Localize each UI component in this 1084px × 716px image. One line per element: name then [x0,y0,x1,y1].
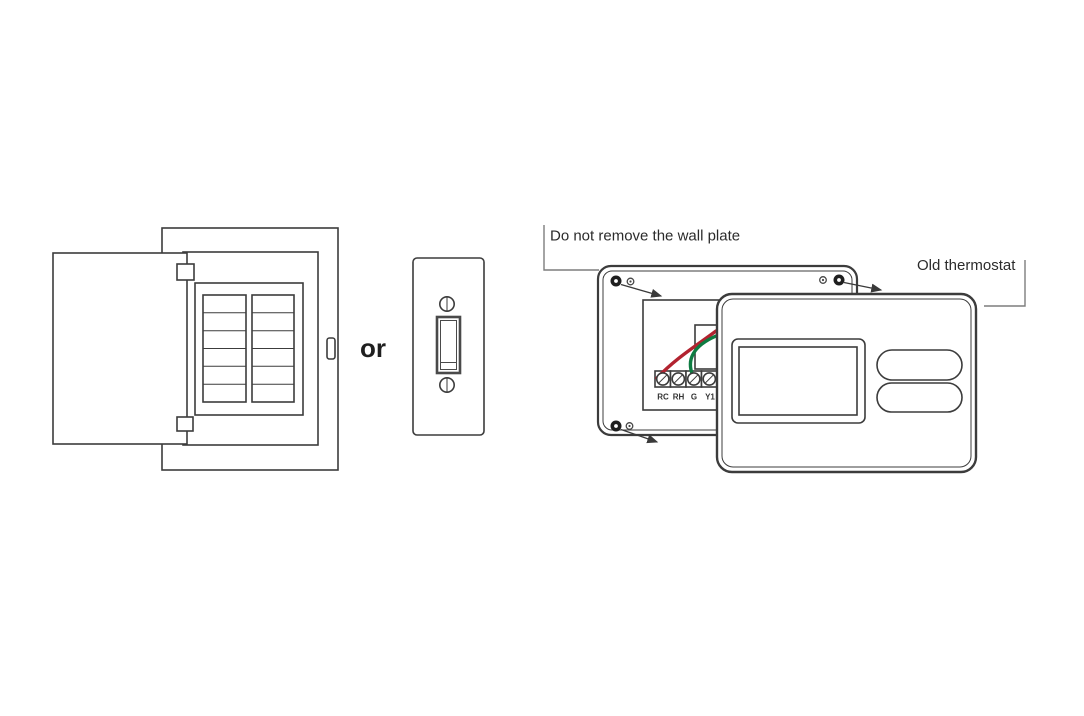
switch-plate [412,257,485,436]
mounting-screws [610,274,845,432]
terminal-label-rh: RH [673,393,685,402]
switch-toggle [435,315,462,375]
light-switch [412,257,485,436]
thermostat-inner-line [721,298,972,468]
terminal-screw-rc-slot [658,374,668,384]
terminal-label-g: G [691,393,697,402]
mount-screw-top-left-hole [614,279,618,283]
old-thermostat-note: Old thermostat [917,257,1016,274]
anchor-bottom-left-dot [628,424,631,428]
terminal-screw-g-slot [689,374,699,384]
breaker-row-lines [203,312,294,385]
thermostat-button-top [876,349,963,381]
breaker-panel-door [52,252,188,445]
thermostat-button-bottom [876,382,963,413]
pointer-arrow-top-right [843,281,883,293]
terminal-screw-y1-slot [704,374,714,384]
annotations: Do not remove the wall plate Old thermos… [543,225,1026,307]
old-thermostat [715,292,978,474]
old-thermostat-leader-line [984,260,1026,307]
thermostat-display-screen [738,346,858,416]
pointer-arrow-bottom-left [620,428,659,444]
terminal-label-y1: Y1 [705,393,715,402]
pointer-arrow-top-left [620,283,663,298]
terminal-label-rc: RC [657,393,669,402]
mount-screw-bottom-left-hole [614,424,618,428]
door-hinge-top [176,263,195,281]
green-wire [688,334,718,378]
door-hinge-bottom [176,416,194,432]
wall-plate-note: Do not remove the wall plate [550,228,740,245]
breaker-frame [194,282,304,416]
breaker-panel [52,227,339,471]
wall-plate-leader-line [543,225,599,271]
or-label: or [360,333,386,363]
terminal-screws [655,372,717,386]
switch-toggle-inner [440,320,457,370]
mount-screw-top-right-hole [837,278,841,282]
anchor-top-left-dot [629,280,632,283]
panel-latch [326,337,336,360]
terminal-screw-rh-slot [673,374,683,384]
thermostat-display-bezel [731,338,866,424]
anchor-top-right-dot [821,278,825,282]
